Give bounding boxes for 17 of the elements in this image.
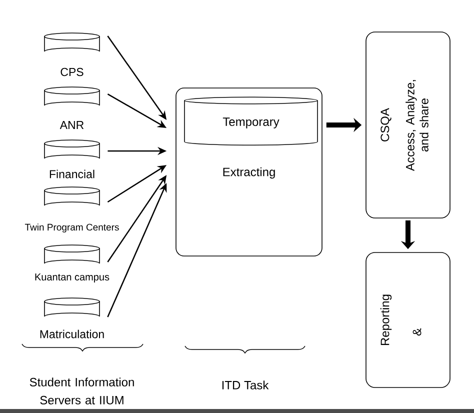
database-cylinder	[44, 244, 100, 264]
database-cylinder	[44, 140, 100, 159]
database-cylinder	[44, 186, 100, 206]
process-box: Reporting &	[366, 252, 450, 388]
node-label: Financial	[50, 170, 94, 178]
node-label: Twin Program Centers	[24, 224, 119, 232]
group-label: Student Information Servers at IIUM	[30, 378, 134, 404]
node-label: Kuantan campus	[35, 274, 110, 282]
node-label: Matriculation	[40, 330, 104, 338]
database-cylinder	[44, 32, 100, 52]
node-label: CPS	[60, 68, 84, 76]
database-cylinder: Temporary	[184, 96, 318, 146]
database-cylinder	[44, 86, 100, 106]
node-label: ANR	[60, 121, 84, 129]
process-box: CSQA Access, Analyze, and share	[366, 32, 450, 218]
database-cylinder	[44, 298, 100, 317]
group-label: ITD Task	[222, 380, 269, 390]
